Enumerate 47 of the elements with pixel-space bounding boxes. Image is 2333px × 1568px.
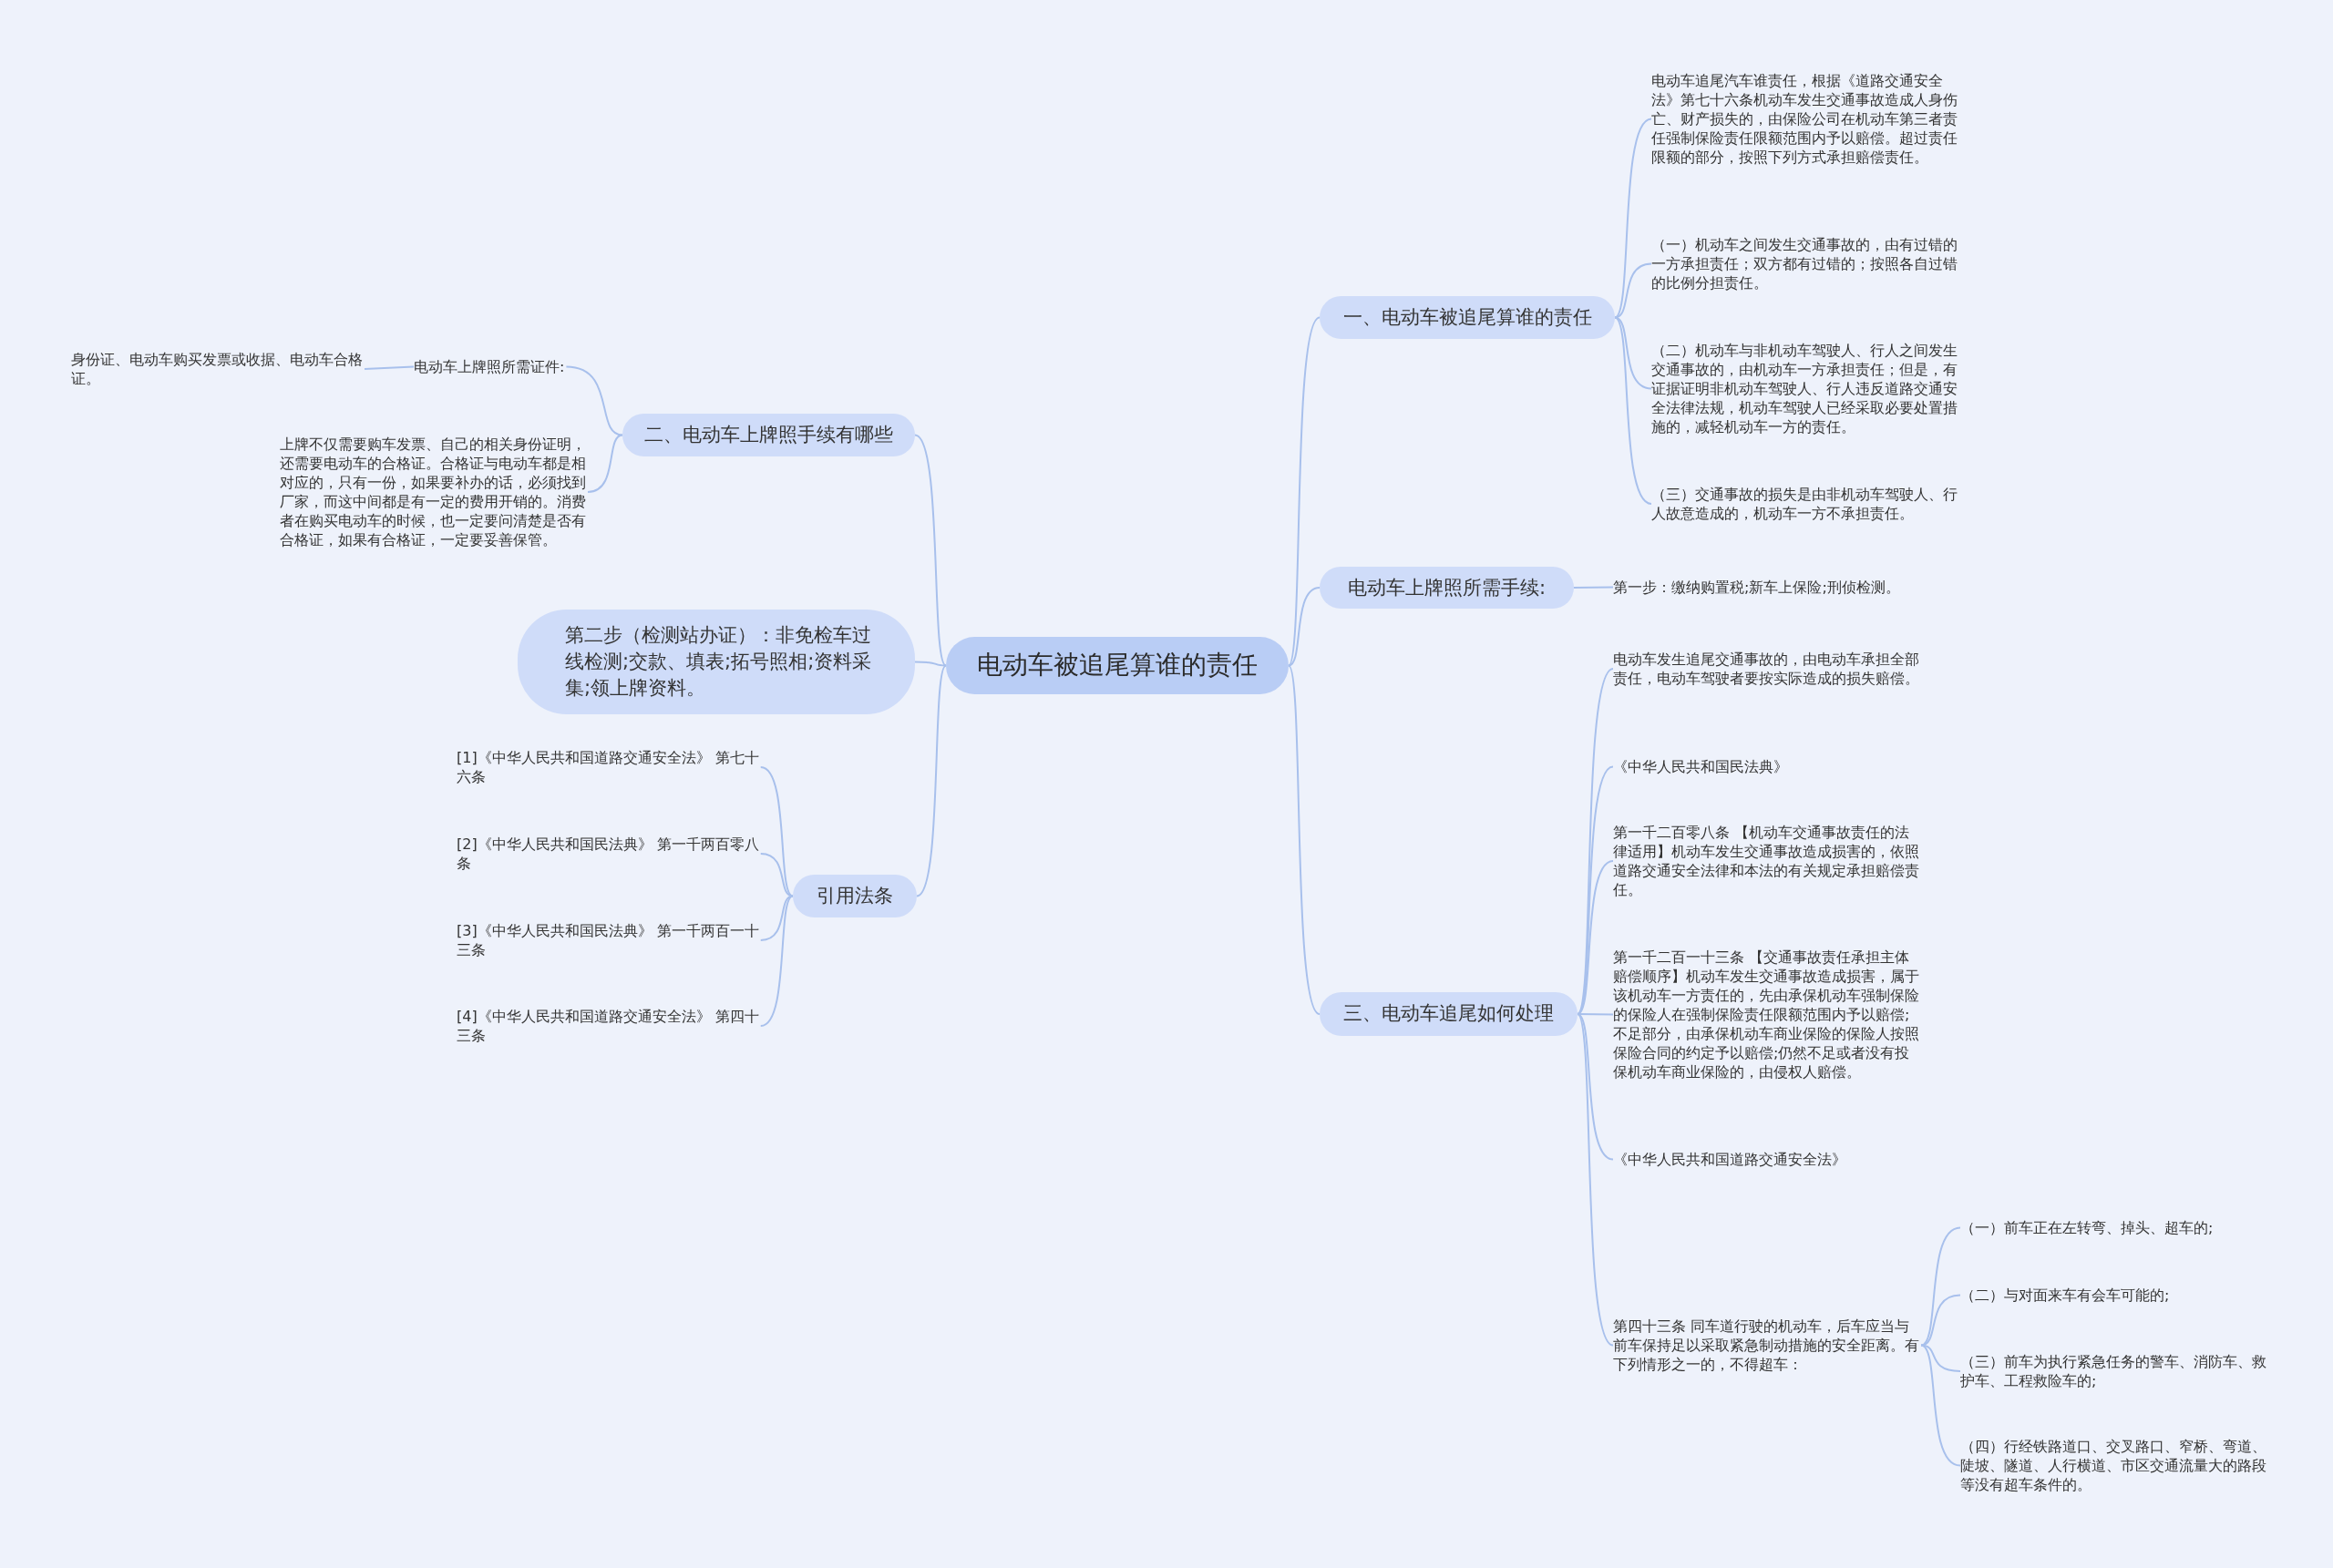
reference-text: [1]《中华人民共和国道路交通安全法》 第七十六条 [457, 748, 762, 786]
connector-line [916, 664, 947, 897]
note-text: （四）行经铁路道口、交叉路口、窄桥、弯道、陡坡、隧道、人行横道、市区交通流量大的路段等没有超车条件的。 [1960, 1437, 2270, 1494]
connector-line [1288, 664, 1321, 1015]
note-text: 电动车追尾汽车谁责任，根据《道路交通安全法》第七十六条机动车发生交通事故造成人身伤亡、财产损失的，由保险公司在机动车第三者责任强制保险责任限额范围内予以赔偿。超过责任限额的部分，按照下列方式承担赔偿责任。 [1651, 71, 1961, 167]
note-text: （二）与对面来车有会车可能的; [1960, 1286, 2270, 1305]
topic-bubble: 第二步（检测站办证）：非免检车过线检测;交款、填表;拓号照相;资料采集;领上牌资料。 [518, 610, 915, 714]
note-text: 《中华人民共和国民法典》 [1613, 757, 1923, 776]
connector-line [1920, 1294, 1961, 1347]
topic-bubble: 引用法条 [793, 875, 917, 917]
connector-line [759, 766, 794, 897]
topic-bubble: 二、电动车上牌照手续有哪些 [622, 414, 915, 456]
note-text: （二）机动车与非机动车驾驶人、行人之间发生交通事故的，由机动车一方承担责任；但是，有证据证明非机动车驾驶人、行人违反道路交通安全法律法规，机动车驾驶人已经采取必要处置措施的，减轻机动车一方的责任。 [1651, 341, 1961, 436]
connector-line [1577, 1013, 1614, 1347]
connector-line [1920, 1344, 1961, 1467]
connector-line [1288, 316, 1321, 667]
subtopic-text: 电动车上牌照所需证件: [414, 357, 582, 376]
connector-line [1614, 316, 1652, 505]
note-text: 身份证、电动车购买发票或收据、电动车合格证。 [71, 350, 385, 388]
note-text: （一）机动车之间发生交通事故的，由有过错的一方承担责任；双方都有过错的；按照各自过错的比例分担责任。 [1651, 235, 1961, 292]
connector-line [364, 365, 415, 370]
note-text: （三）交通事故的损失是由非机动车驾驶人、行人故意造成的，机动车一方不承担责任。 [1651, 485, 1961, 523]
note-text: （一）前车正在左转弯、掉头、超车的; [1960, 1218, 2270, 1237]
topic-bubble: 三、电动车追尾如何处理 [1320, 992, 1578, 1036]
reference-text: [2]《中华人民共和国民法典》 第一千两百零八条 [457, 835, 762, 873]
topic-bubble: 电动车上牌照所需手续: [1320, 567, 1574, 609]
central-topic: 电动车被追尾算谁的责任 [946, 637, 1289, 694]
note-text: （三）前车为执行紧急任务的警车、消防车、救护车、工程救险车的; [1960, 1352, 2270, 1390]
note-text: 上牌不仅需要购车发票、自己的相关身份证明，还需要电动车的合格证。合格证与电动车都是相对应的，只有一份，如果要补办的话，必须找到厂家，而这中间都是有一定的费用开销的。消费者在购买电动车的时候，也一定要问清楚是否有合格证，如果有合格证，一定要妥善保管。 [280, 435, 590, 549]
connector-line [587, 434, 623, 493]
connector-line [914, 434, 947, 667]
note-text: 第一千二百零八条 【机动车交通事故责任的法律适用】机动车发生交通事故造成损害的，依照道路交通安全法律和本法的有关规定承担赔偿责任。 [1613, 823, 1923, 899]
connector-line [1614, 118, 1652, 319]
note-text: 第四十三条 同车道行驶的机动车，后车应当与前车保持足以采取紧急制动措施的安全距离。有下列情形之一的，不得超车： [1613, 1317, 1923, 1374]
connector-line [565, 365, 623, 436]
note-text: 第一千二百一十三条 【交通事故责任承担主体赔偿顺序】机动车发生交通事故造成损害，属于该机动车一方责任的，先由承保机动车强制保险的保险人在强制保险责任限额范围内予以赔偿;不足部分，由承保机动车商业保险的保险人按照保险合同的约定予以赔偿;仍然不足或者没有投保机动车商业保险的，由侵权人赔偿。 [1613, 948, 1923, 1081]
note-text: 《中华人民共和国道路交通安全法》 [1613, 1150, 1923, 1169]
reference-text: [4]《中华人民共和国道路交通安全法》 第四十三条 [457, 1007, 762, 1045]
note-text: 电动车发生追尾交通事故的，由电动车承担全部责任，电动车驾驶者要按实际造成的损失赔偿。 [1613, 650, 1923, 688]
topic-bubble: 一、电动车被追尾算谁的责任 [1320, 296, 1615, 339]
connector-line [1288, 587, 1321, 667]
note-text: 第一步：缴纳购置税;新车上保险;刑侦检测。 [1613, 578, 1914, 597]
connector-line [759, 895, 794, 1027]
connector-line [914, 661, 947, 667]
connector-line [1577, 1013, 1614, 1161]
reference-text: [3]《中华人民共和国民法典》 第一千两百一十三条 [457, 921, 762, 959]
connector-line [1573, 586, 1614, 589]
